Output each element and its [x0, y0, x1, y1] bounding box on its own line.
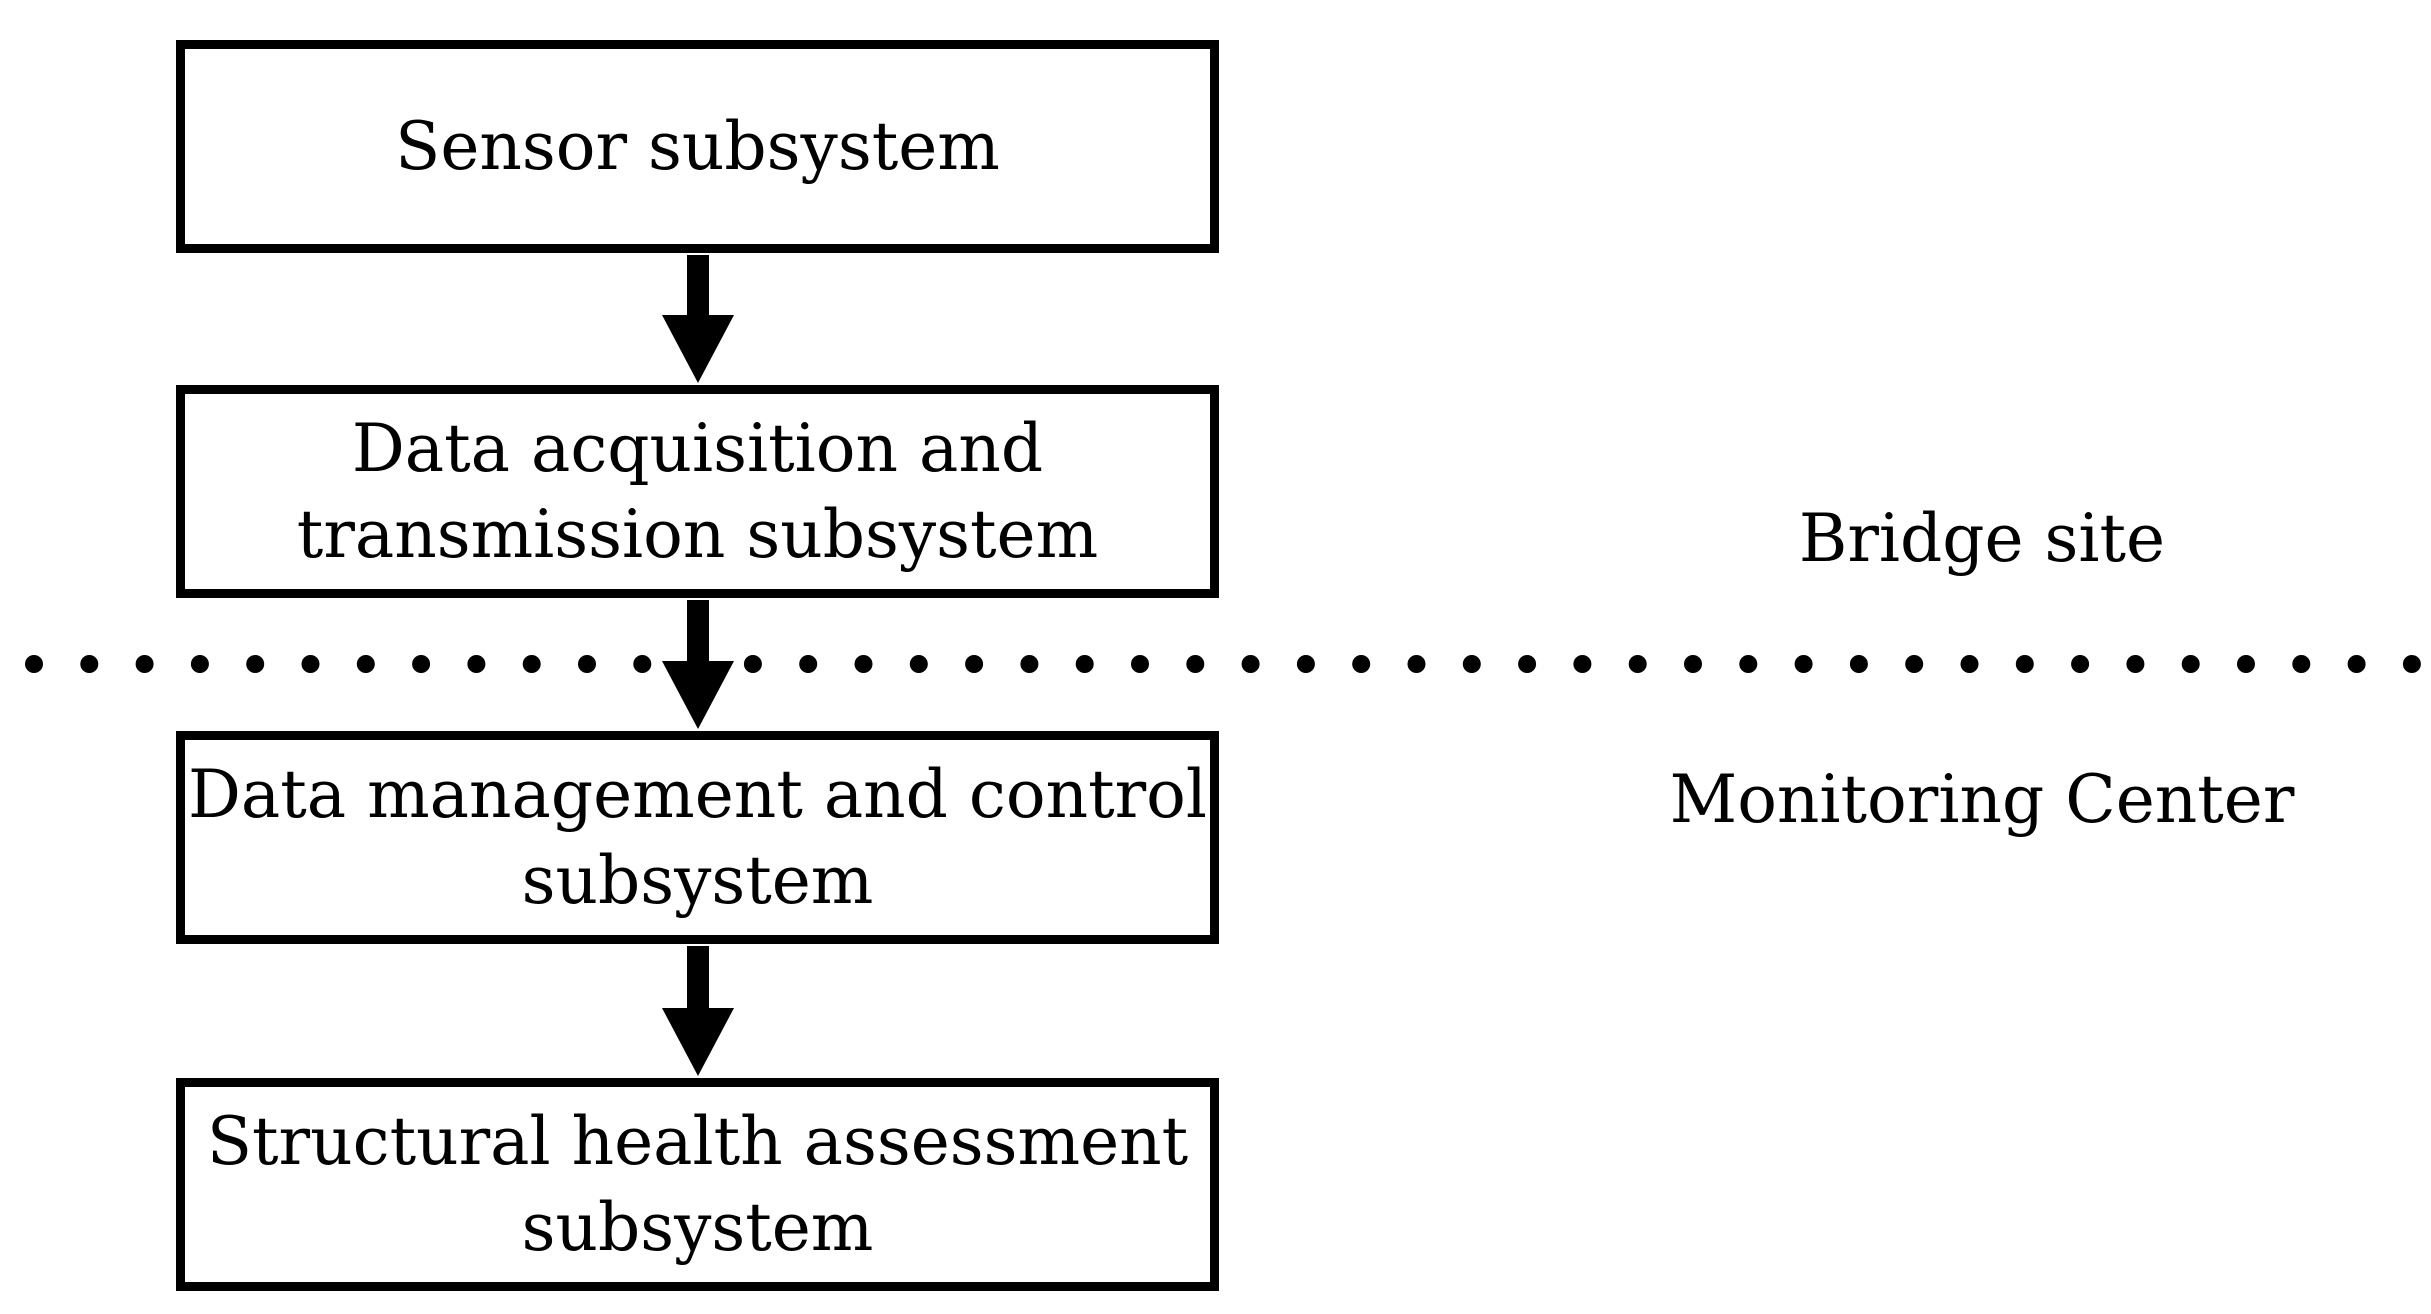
divider-dot: [633, 655, 652, 673]
divider-dot: [799, 655, 818, 673]
data-acquisition-transmission-box: Data acquisition and transmission subsys…: [176, 385, 1219, 598]
arrow-acquisition-to-management: [662, 600, 734, 729]
divider-dot: [1075, 655, 1094, 673]
divider-dot: [467, 655, 486, 673]
zone-divider-dotted-line: [25, 655, 2421, 673]
divider-dot: [1794, 655, 1813, 673]
box-label-line: Data acquisition and: [351, 409, 1044, 487]
divider-dot: [356, 655, 375, 673]
divider-dot: [301, 655, 320, 673]
divider-dot: [854, 655, 873, 673]
divider-dot: [2181, 655, 2200, 673]
arrow-management-to-assessment: [662, 946, 734, 1076]
sensor-subsystem-box: Sensor subsystem: [176, 40, 1219, 253]
divider-dot: [246, 655, 265, 673]
structural-health-assessment-box: Structural health assessment subsystem: [176, 1078, 1219, 1291]
divider-dot: [1131, 655, 1149, 673]
divider-dot: [2071, 655, 2090, 673]
box-label-line: subsystem: [521, 841, 874, 919]
divider-dot: [1462, 655, 1481, 673]
bridge-site-label: Bridge site: [1798, 500, 2166, 577]
arrow-head: [662, 1008, 734, 1076]
divider-dot: [1684, 655, 1702, 673]
divider-dot: [1296, 655, 1315, 673]
divider-dot: [965, 655, 984, 673]
divider-dot: [135, 655, 154, 673]
divider-dot: [190, 655, 209, 673]
divider-dot: [1573, 655, 1592, 673]
divider-dot: [1518, 655, 1537, 673]
divider-dot: [1849, 655, 1868, 673]
box-label-line: Structural health assessment: [206, 1102, 1189, 1180]
divider-dot: [2347, 655, 2366, 673]
divider-dot: [522, 655, 541, 673]
monitoring-center-label: Monitoring Center: [1669, 761, 2295, 838]
box-label-line: Data management and control: [187, 755, 1208, 833]
divider-dot: [2015, 655, 2034, 673]
divider-dot: [1628, 655, 1647, 673]
arrow-sensor-to-acquisition: [662, 255, 734, 383]
divider-dot: [1905, 655, 1924, 673]
box-label-line: transmission subsystem: [296, 495, 1099, 573]
data-management-control-box: Data management and control subsystem: [176, 731, 1219, 944]
divider-dot: [688, 655, 707, 673]
divider-dot: [909, 655, 928, 673]
divider-dot: [1960, 655, 1979, 673]
arrow-head: [662, 315, 734, 383]
divider-dot: [1739, 655, 1758, 673]
divider-dot: [2292, 655, 2311, 673]
divider-dot: [412, 655, 431, 673]
arrow-head: [662, 661, 734, 729]
box-label-line: Sensor subsystem: [395, 107, 1000, 185]
divider-dot: [1186, 655, 1205, 673]
divider-dot: [1407, 655, 1426, 673]
divider-dot: [2402, 655, 2421, 673]
divider-dot: [1241, 655, 1260, 673]
divider-dot: [25, 655, 43, 673]
divider-dot: [1352, 655, 1371, 673]
divider-dot: [2126, 655, 2145, 673]
divider-dot: [1020, 655, 1039, 673]
divider-dot: [80, 655, 99, 673]
divider-dot: [2237, 655, 2255, 673]
divider-dot: [743, 655, 762, 673]
divider-dot: [578, 655, 596, 673]
box-label-line: subsystem: [521, 1188, 874, 1266]
